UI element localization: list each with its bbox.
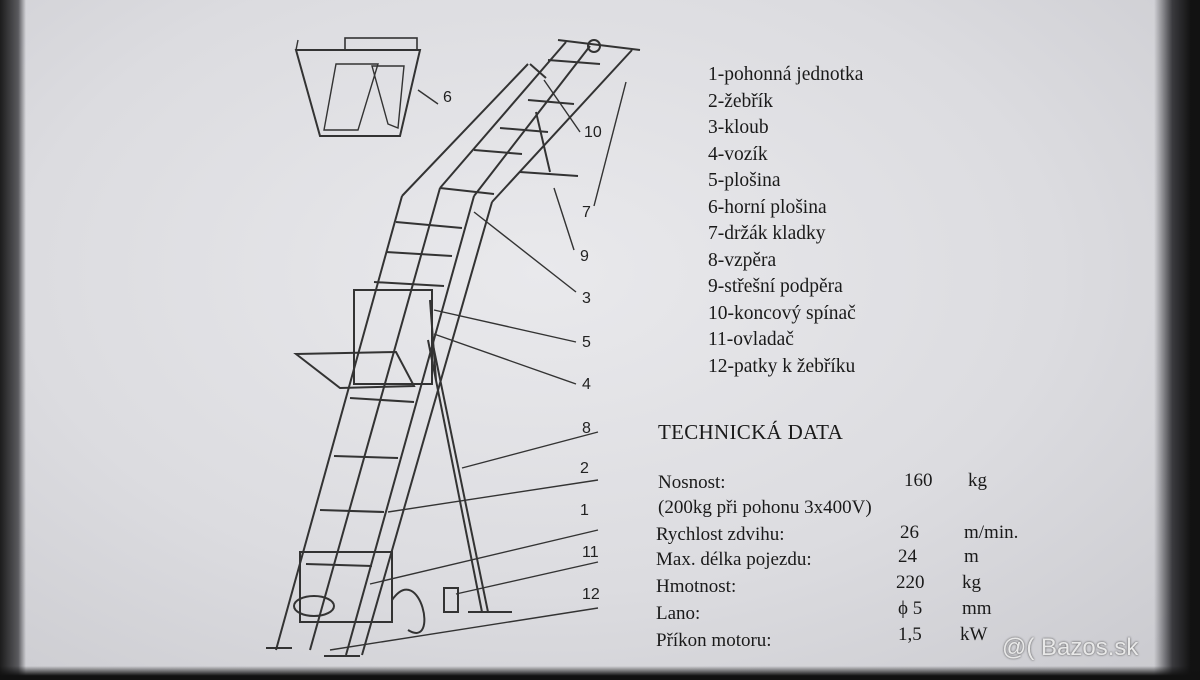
upper-platform-drawing bbox=[294, 37, 422, 137]
ladder-upper-drawing bbox=[401, 39, 641, 203]
strut-drawing bbox=[427, 339, 512, 613]
spec-value: 160 bbox=[904, 470, 933, 491]
spec-value: 220 bbox=[896, 572, 925, 593]
callout-12: 12 bbox=[582, 586, 600, 603]
parts-legend: 1-pohonná jednotka 2-žebřík 3-kloub 4-vo… bbox=[708, 62, 863, 380]
legend-item: 11-ovladač bbox=[708, 329, 794, 350]
spec-label: Max. délka pojezdu: bbox=[656, 549, 812, 570]
callout-9: 9 bbox=[580, 248, 589, 265]
legend-item: 2-žebřík bbox=[708, 90, 773, 112]
spec-unit: kg bbox=[968, 470, 987, 491]
legend-item: 4-vozík bbox=[708, 143, 768, 165]
watermark: @( Bazos.sk bbox=[1002, 634, 1139, 661]
tech-data-title: TECHNICKÁ DATA bbox=[658, 420, 844, 444]
callout-10: 10 bbox=[584, 124, 602, 141]
carriage-drawing bbox=[293, 289, 437, 390]
legend-item: 6-horní plošina bbox=[708, 196, 827, 218]
photo-edge-bottom bbox=[0, 666, 1200, 680]
spec-label: Lano: bbox=[656, 603, 701, 624]
callout-1: 1 bbox=[580, 502, 589, 519]
photo-edge-left bbox=[0, 0, 26, 680]
drive-unit-drawing bbox=[293, 551, 459, 634]
callout-2: 2 bbox=[580, 460, 589, 477]
spec-unit: kg bbox=[962, 572, 981, 593]
spec-unit: mm bbox=[962, 598, 992, 619]
legend-item: 8-vzpěra bbox=[708, 249, 777, 271]
legend-item: 1-pohonná jednotka bbox=[708, 64, 864, 85]
legend-item: 7-držák kladky bbox=[708, 223, 826, 244]
callout-5: 5 bbox=[582, 334, 591, 351]
spec-value: 1,5 bbox=[898, 624, 922, 645]
legend-item: 10-koncový spínač bbox=[708, 302, 856, 324]
photo-edge-right bbox=[1154, 0, 1200, 680]
spec-unit: m bbox=[964, 546, 979, 567]
spec-label: Nosnost: bbox=[658, 472, 726, 493]
legend-item: 9-střešní podpěra bbox=[708, 276, 843, 297]
callout-7: 7 bbox=[582, 204, 591, 221]
legend-item: 12-patky k žebříku bbox=[708, 355, 856, 377]
spec-label: Příkon motoru: bbox=[656, 630, 772, 651]
legend-item: 5-plošina bbox=[708, 170, 781, 191]
spec-note: (200kg při pohonu 3x400V) bbox=[658, 497, 872, 518]
callout-8: 8 bbox=[582, 420, 591, 437]
callout-4: 4 bbox=[582, 376, 591, 393]
callout-6: 6 bbox=[443, 89, 452, 106]
spec-unit: kW bbox=[960, 624, 988, 645]
leader-lines bbox=[329, 79, 627, 651]
ladder-main-drawing bbox=[266, 187, 493, 657]
spec-label: Rychlost zdvihu: bbox=[656, 524, 785, 545]
legend-item: 3-kloub bbox=[708, 117, 769, 138]
spec-value: ϕ 5 bbox=[898, 598, 923, 619]
callout-11: 11 bbox=[582, 544, 599, 561]
spec-value: 26 bbox=[900, 522, 919, 543]
spec-value: 24 bbox=[898, 546, 917, 567]
spec-unit: m/min. bbox=[964, 522, 1019, 543]
spec-label: Hmotnost: bbox=[656, 576, 737, 597]
callout-3: 3 bbox=[582, 290, 591, 307]
